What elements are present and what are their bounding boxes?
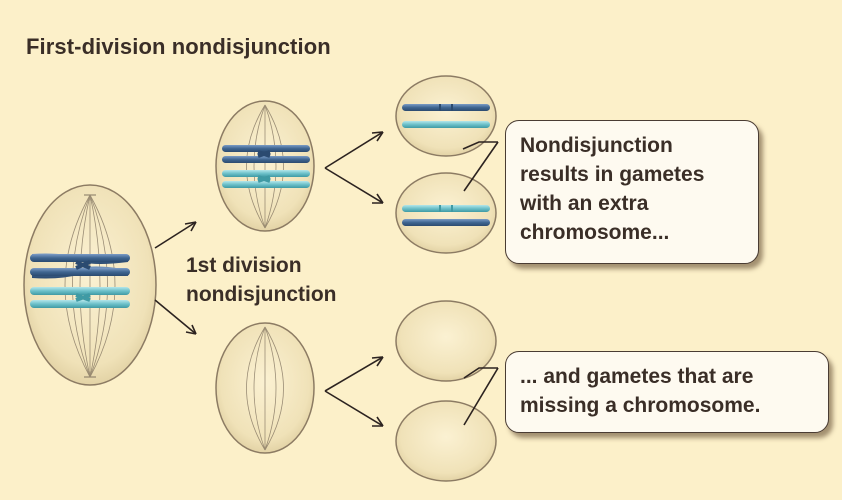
parent-chromosome-light [30,287,130,308]
callout-extra-line4: chromosome... [520,221,670,244]
callout-extra-text: Nondisjunction results in gametes with a… [520,131,704,247]
callout-extra-chromosome: Nondisjunction results in gametes with a… [505,120,759,264]
upper-chromosome-light [222,170,310,188]
gamete-extra-2 [395,172,497,254]
callout-extra-line2: results in gametes [520,163,705,186]
parent-cell [23,184,157,386]
callout-extra-line1: Nondisjunction [520,134,673,157]
daughter-arrows [324,131,384,427]
parent-spindle-fibers [64,194,116,378]
upper-chromosome-dark [222,145,310,163]
callout-missing-text: ... and gametes that are missing a chrom… [520,362,760,420]
gamete-missing-2 [395,400,497,482]
parent-arrows [154,221,197,335]
parent-chromosome-dark [30,253,130,279]
upper-daughter-cell [215,100,315,232]
gamete-missing-1 [395,300,497,382]
callout-missing-line2: missing a chromosome. [520,394,761,417]
nondisjunction-label-line1: 1st division [186,254,302,277]
diagram-title: First-division nondisjunction [26,34,331,59]
lower-daughter-cell [215,322,315,454]
nondisjunction-label-line2: nondisjunction [186,283,337,306]
gamete-extra-1 [395,75,497,157]
callout-missing-chromosome: ... and gametes that are missing a chrom… [505,351,829,433]
callout-leaders [462,141,499,426]
callout-extra-line3: with an extra [520,192,649,215]
callout-missing-line1: ... and gametes that are [520,365,754,388]
nondisjunction-label: 1st division nondisjunction [186,251,336,309]
